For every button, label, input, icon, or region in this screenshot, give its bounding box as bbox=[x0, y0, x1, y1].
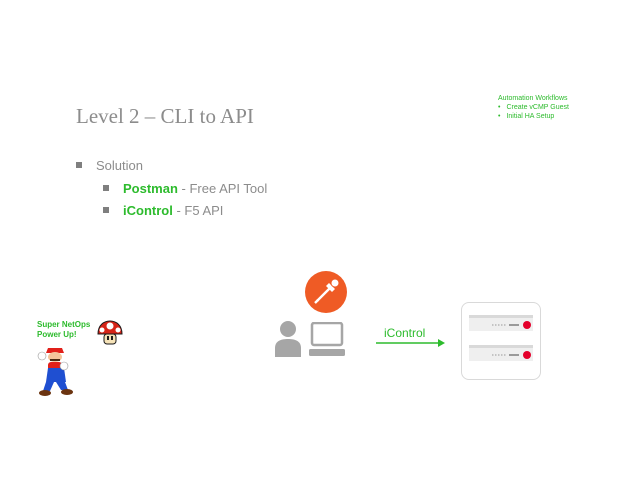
mushroom-icon bbox=[97, 320, 123, 345]
bullet-icontrol: iControl - F5 API bbox=[103, 203, 223, 218]
mario-icon bbox=[37, 348, 73, 396]
bullet-solution-text: Solution bbox=[96, 158, 143, 173]
postman-name: Postman bbox=[123, 181, 178, 196]
bullet-postman: Postman - Free API Tool bbox=[103, 181, 267, 196]
workflow-item: Initial HA Setup bbox=[498, 112, 569, 121]
f5-server-icon bbox=[461, 302, 541, 380]
netops-label-line1: Super NetOps bbox=[37, 320, 91, 329]
netops-label: Super NetOps Power Up! bbox=[37, 320, 90, 340]
bullet-square-icon bbox=[103, 185, 109, 191]
netops-label-line2: Power Up! bbox=[37, 330, 77, 339]
server-units-icon bbox=[469, 315, 533, 361]
bullet-square-icon bbox=[76, 162, 82, 168]
icontrol-desc: - F5 API bbox=[172, 203, 224, 218]
icontrol-arrow-label: iControl bbox=[384, 326, 426, 340]
right-arrow-icon bbox=[376, 339, 445, 347]
bullet-square-icon bbox=[103, 207, 109, 213]
user-icon bbox=[275, 321, 301, 357]
bullet-solution: Solution bbox=[76, 158, 143, 173]
automation-workflows: Automation Workflows Create vCMP Guest I… bbox=[498, 94, 569, 121]
icontrol-name: iControl bbox=[123, 203, 173, 218]
postman-desc: - Free API Tool bbox=[177, 181, 268, 196]
postman-icon bbox=[305, 271, 347, 313]
workflows-title: Automation Workflows bbox=[498, 95, 568, 102]
workflow-item: Create vCMP Guest bbox=[498, 103, 569, 112]
computer-icon bbox=[309, 322, 345, 356]
slide-title: Level 2 – CLI to API bbox=[76, 104, 254, 128]
